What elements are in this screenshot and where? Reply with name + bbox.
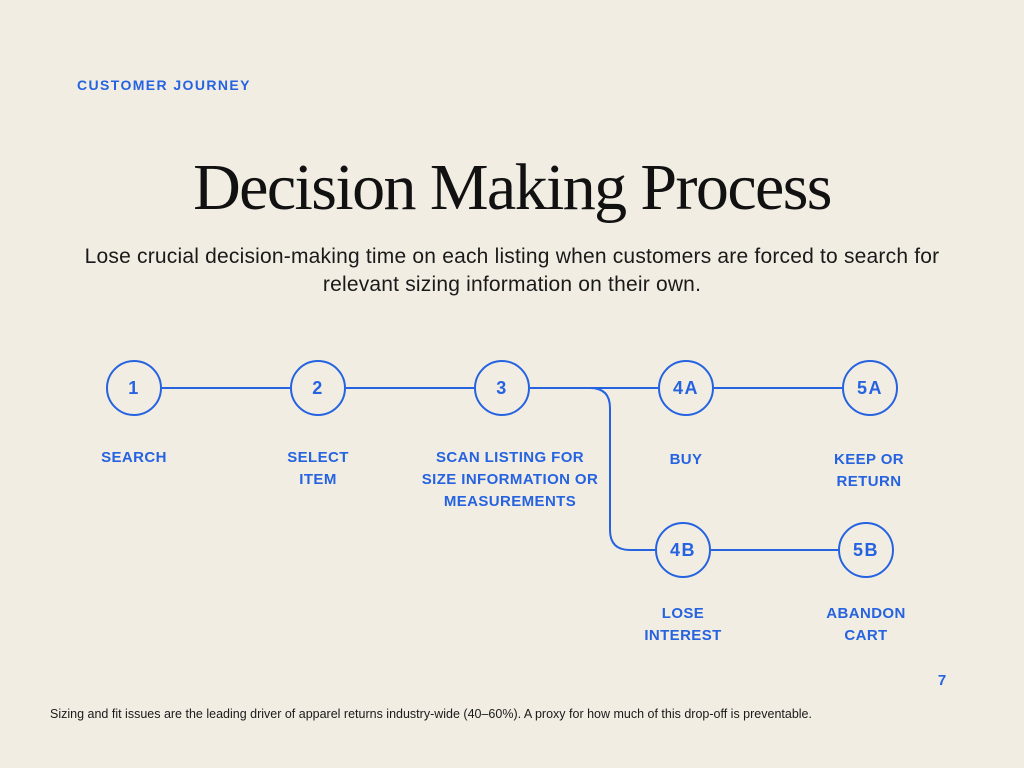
step-5a-number: 5A <box>856 378 883 398</box>
step-1-label: SEARCH <box>101 449 167 466</box>
step-2-label: SELECT ITEM <box>287 449 349 488</box>
step-4b-node <box>655 522 711 578</box>
node-layer <box>106 360 898 578</box>
step-4a-label: BUY <box>669 451 703 468</box>
step-4b-number: 4B <box>669 540 696 560</box>
connector-layer <box>162 387 842 551</box>
step-4a-number: 4A <box>672 378 699 398</box>
footnote: Sizing and fit issues are the leading dr… <box>50 707 812 721</box>
step-4a-node <box>658 360 714 416</box>
step-4b-label: LOSE INTEREST <box>644 605 722 644</box>
page-subtitle: Lose crucial decision-making time on eac… <box>84 245 940 296</box>
step-5a-label: KEEP OR RETURN <box>833 451 905 490</box>
step-5a-node <box>842 360 898 416</box>
step-3-label: SCAN LISTING FOR SIZE INFORMATION OR MEA… <box>421 449 599 510</box>
section-eyebrow: CUSTOMER JOURNEY <box>77 77 251 93</box>
step-5b-node <box>838 522 894 578</box>
page-number: 7 <box>937 672 947 689</box>
connector-3-4b <box>589 387 655 551</box>
step-1-number: 1 <box>128 378 140 398</box>
step-2-number: 2 <box>312 378 324 398</box>
step-2-node <box>290 360 346 416</box>
step-5b-number: 5B <box>852 540 879 560</box>
step-3-number: 3 <box>496 378 508 398</box>
step-1-node <box>106 360 162 416</box>
page-title: Decision Making Process <box>193 151 832 224</box>
step-5b-label: ABANDON CART <box>826 605 906 644</box>
step-3-node <box>474 360 530 416</box>
